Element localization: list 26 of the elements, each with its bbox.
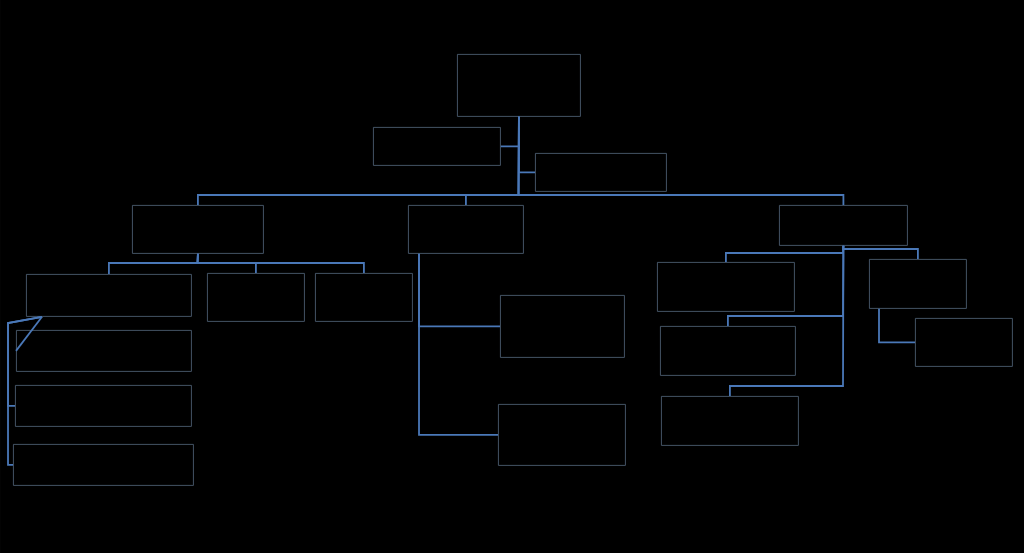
connector-line <box>7 315 43 466</box>
org-box <box>498 404 626 466</box>
org-box <box>500 295 625 358</box>
org-box <box>13 444 194 486</box>
org-box <box>16 330 192 372</box>
connector-line <box>418 252 499 436</box>
connector-line <box>517 115 845 206</box>
org-box <box>457 54 581 117</box>
org-box <box>779 205 908 246</box>
connector-line <box>878 307 916 344</box>
connector-line <box>196 252 365 274</box>
org-box <box>315 273 413 322</box>
org-box <box>408 205 524 254</box>
org-box <box>535 153 667 192</box>
org-box <box>869 259 967 309</box>
org-box <box>207 273 305 322</box>
org-box <box>657 262 795 312</box>
org-box <box>660 326 796 376</box>
org-box <box>661 396 799 446</box>
org-box <box>26 274 192 317</box>
connector-line <box>842 244 919 260</box>
org-box <box>15 385 192 427</box>
org-box <box>373 127 501 166</box>
org-box <box>132 205 264 254</box>
org-box <box>915 318 1013 367</box>
connector-line <box>15 315 43 352</box>
